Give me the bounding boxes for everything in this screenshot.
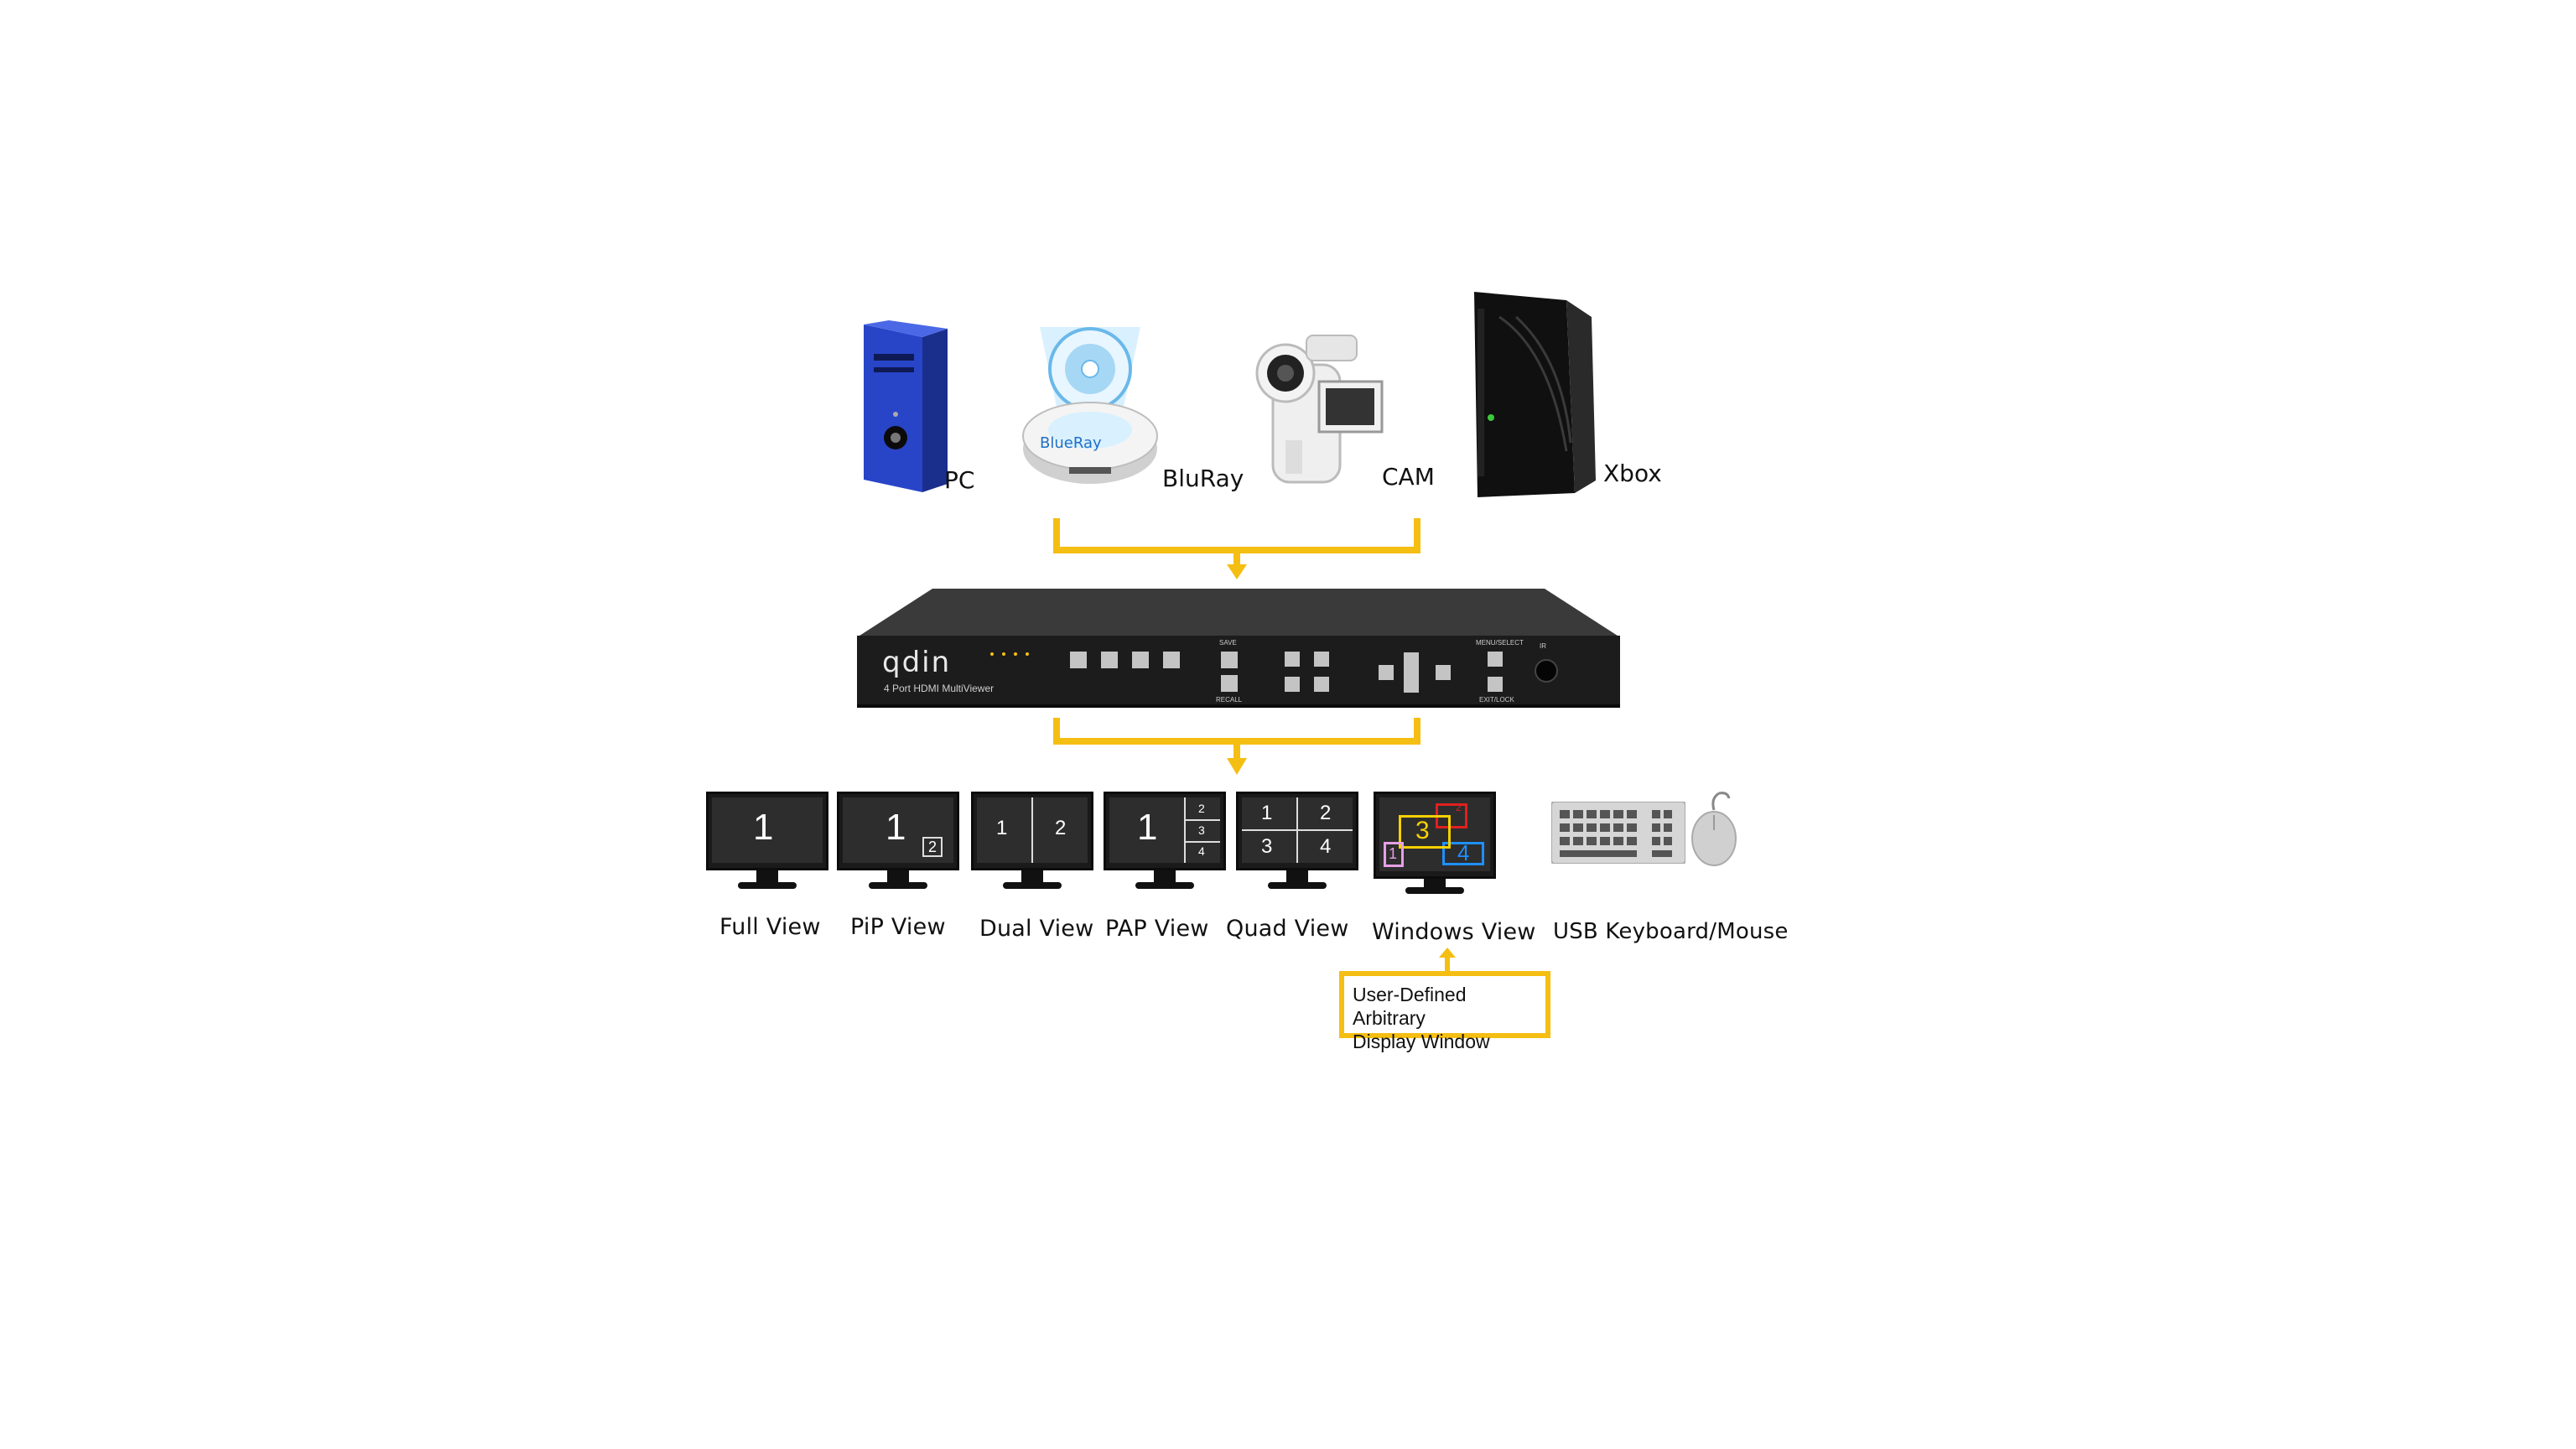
view-label-pip: PiP View [850, 914, 946, 940]
screen-digit: 1 [886, 807, 906, 848]
callout-line-1: User-Defined Arbitrary [1353, 984, 1467, 1029]
source-label-xbox: Xbox [1603, 460, 1662, 487]
recall-button[interactable] [1221, 675, 1238, 692]
exit-button-label: EXIT/LOCK [1479, 696, 1514, 704]
menu-button-label: MENU/SELECT [1476, 639, 1524, 647]
screen-digit: 3 [1198, 823, 1205, 837]
screen-digit: 4 [1320, 835, 1332, 858]
input-button-4[interactable] [1163, 652, 1180, 668]
monitor-pap-view: 1 2 3 4 [1104, 792, 1226, 894]
screen-digit: 2 [1456, 802, 1462, 813]
screen-digit: 2 [1198, 802, 1205, 815]
output-connector-right-leg [1414, 718, 1420, 745]
left-button[interactable] [1379, 665, 1394, 680]
up-button[interactable] [1404, 652, 1419, 667]
save-button-label: SAVE [1219, 639, 1237, 647]
view-label-quad: Quad View [1226, 916, 1349, 942]
down-button[interactable] [1404, 678, 1419, 693]
exit-button[interactable] [1488, 677, 1503, 692]
screen-digit: 1 [1137, 807, 1158, 848]
screen-digit: 2 [1320, 802, 1332, 824]
recall-button-label: RECALL [1216, 696, 1243, 704]
window-1-frame [1384, 842, 1404, 867]
source-label-cam: CAM [1382, 463, 1435, 491]
input-button-1[interactable] [1070, 652, 1087, 668]
screen-digit: 3 [1415, 817, 1430, 844]
menu-button[interactable] [1488, 652, 1503, 667]
xbox-console-icon [1474, 292, 1596, 497]
screen-digit: 3 [1261, 835, 1273, 858]
center-button[interactable] [1404, 665, 1419, 680]
view-label-pap: PAP View [1105, 916, 1209, 942]
view-button-2[interactable] [1314, 652, 1329, 667]
source-label-bluray: BluRay [1162, 465, 1244, 492]
save-button[interactable] [1221, 652, 1238, 668]
monitor-dual-view: 1 2 [971, 792, 1093, 894]
input-leds [987, 646, 1037, 662]
input-arrow-icon [1227, 549, 1247, 579]
view-button-1[interactable] [1285, 652, 1300, 667]
window-4-frame [1442, 842, 1484, 865]
multiviewer-device: qdin 4 Port HDMI MultiViewer SAVE RECALL… [857, 587, 1620, 709]
keyboard-icon [1551, 802, 1685, 864]
bluray-player-icon [1022, 327, 1158, 484]
callout-box: User-Defined Arbitrary Display Window [1339, 971, 1550, 1052]
input-connector-left-leg [1053, 518, 1060, 552]
right-button[interactable] [1436, 665, 1451, 680]
callout-arrow-icon [1439, 948, 1456, 974]
screen-digit: 2 [1055, 817, 1067, 839]
monitor-pip-view: 1 2 [837, 792, 959, 894]
screen-digit: 4 [1457, 840, 1470, 865]
input-button-2[interactable] [1101, 652, 1118, 668]
pc-tower-icon [864, 320, 948, 492]
window-3-frame [1399, 815, 1451, 849]
output-connector-left-leg [1053, 718, 1060, 745]
device-brand: qdin [882, 646, 952, 679]
view-label-windows: Windows View [1372, 919, 1536, 945]
screen-digit: 1 [1261, 802, 1273, 824]
camcorder-icon [1255, 335, 1384, 484]
view-button-4[interactable] [1314, 677, 1329, 692]
screen-digit: 1 [996, 817, 1008, 839]
device-subtitle: 4 Port HDMI MultiViewer [884, 683, 995, 694]
input-button-3[interactable] [1132, 652, 1149, 668]
ir-sensor-icon [1535, 659, 1558, 683]
screen-digit: 4 [1198, 844, 1205, 858]
bluray-disc-label: BlueRay [1040, 434, 1102, 452]
view-label-full: Full View [719, 914, 821, 940]
monitor-windows-view: 2 4 3 1 [1374, 792, 1496, 894]
screen-digit: 1 [753, 807, 774, 848]
monitor-full-view: 1 [706, 792, 828, 894]
ir-label: IR [1540, 642, 1546, 650]
source-label-pc: PC [944, 466, 975, 494]
view-button-3[interactable] [1285, 677, 1300, 692]
output-arrow-icon [1227, 741, 1247, 775]
monitor-quad-view: 1 2 3 4 [1236, 792, 1358, 894]
pip-window: 2 [922, 837, 943, 857]
screen-digit: 1 [1389, 845, 1398, 862]
mouse-icon [1691, 792, 1737, 866]
callout-line-2: Display Window [1353, 1031, 1490, 1052]
input-connector-right-leg [1414, 518, 1420, 552]
view-label-dual: Dual View [979, 916, 1094, 942]
peripherals-label: USB Keyboard/Mouse [1553, 919, 1789, 944]
